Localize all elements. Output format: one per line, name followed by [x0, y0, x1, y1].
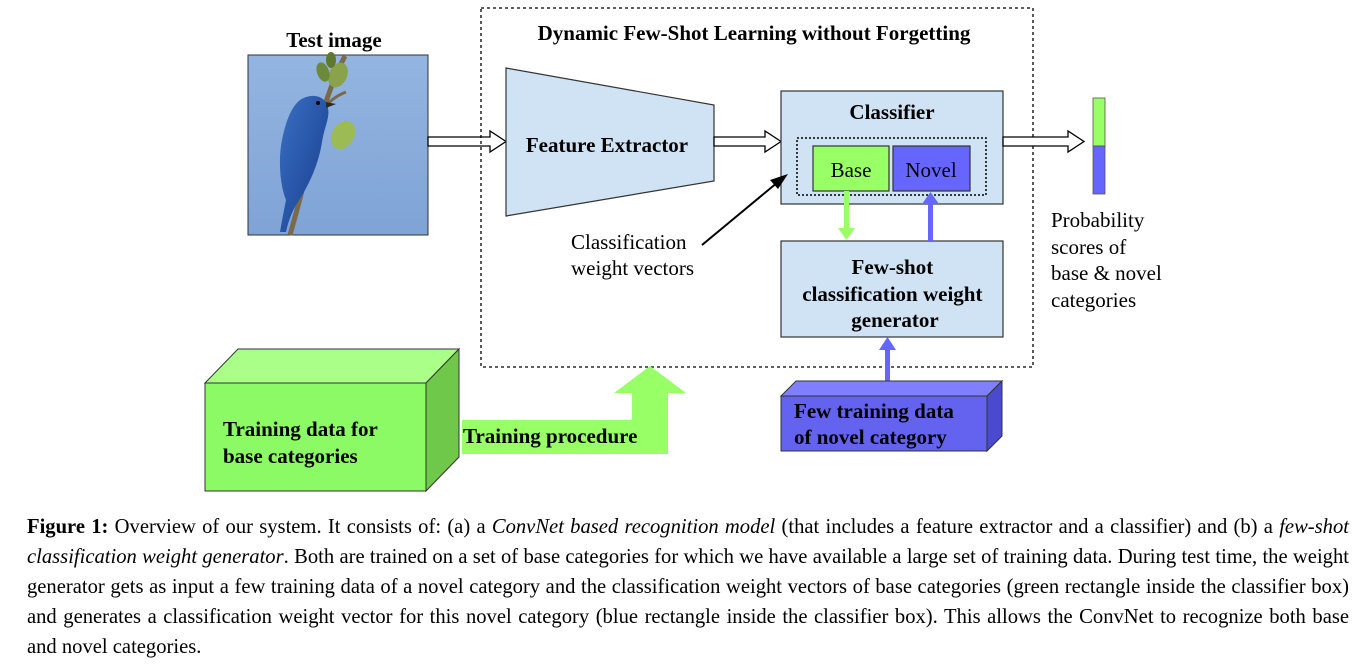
novel-training-data-box — [779, 379, 1004, 453]
caption-text-2: (that includes a feature extractor and a… — [775, 516, 1280, 538]
caption-italic-1: ConvNet based recognition model — [491, 516, 776, 538]
base-weights-block — [812, 145, 890, 192]
caption-text-3: . Both are trained on a set of base cate… — [27, 546, 1349, 658]
weights-pointer-arrow — [701, 174, 788, 246]
base-training-data-label: Training data for base categories — [223, 417, 383, 468]
caption-label: Figure 1: — [27, 516, 109, 538]
test-image — [247, 52, 429, 236]
weight-generator-box — [780, 240, 1004, 338]
novel-data-to-generator-arrow — [879, 337, 896, 387]
novel-training-data-label: Few training data of novel category — [794, 399, 959, 449]
classifier-to-output-arrow — [1002, 129, 1086, 154]
probability-label: Probability scores of base & novel categ… — [1051, 208, 1167, 312]
classification-weights-label: Classification weight vectors — [571, 230, 694, 280]
image-to-extractor-arrow — [427, 129, 508, 154]
weight-generator-label: Few-shot classification weight generator — [802, 255, 987, 332]
novel-weights-label: Novel — [905, 158, 956, 182]
feature-extractor-block — [505, 67, 715, 217]
caption-text-1: Overview of our system. It consists of: … — [108, 516, 492, 538]
classifier-weights-group — [796, 137, 987, 196]
system-overview-diagram: Test image Dynamic Few-Shot Learning wit… — [203, 7, 1167, 493]
system-title: Dynamic Few-Shot Learning without Forget… — [538, 21, 971, 45]
base-training-data-box — [203, 347, 461, 493]
extractor-to-classifier-arrow — [713, 129, 783, 154]
caption-italic-2: few-shot classification weight generator — [27, 516, 1349, 568]
novel-weights-block — [892, 145, 971, 192]
probability-bar — [1092, 97, 1106, 195]
feature-extractor-label: Feature Extractor — [526, 133, 688, 157]
base-weights-label: Base — [831, 158, 872, 182]
classifier-title: Classifier — [849, 100, 934, 124]
training-procedure-arrow — [462, 366, 686, 454]
system-boundary — [480, 7, 1034, 368]
training-procedure-label: Training procedure — [463, 424, 637, 448]
test-image-label: Test image — [286, 28, 381, 52]
base-weights-to-generator-arrow — [838, 191, 855, 240]
generator-to-novel-weights-arrow — [922, 192, 939, 241]
figure-caption: Figure 1: Overview of our system. It con… — [27, 512, 1349, 662]
